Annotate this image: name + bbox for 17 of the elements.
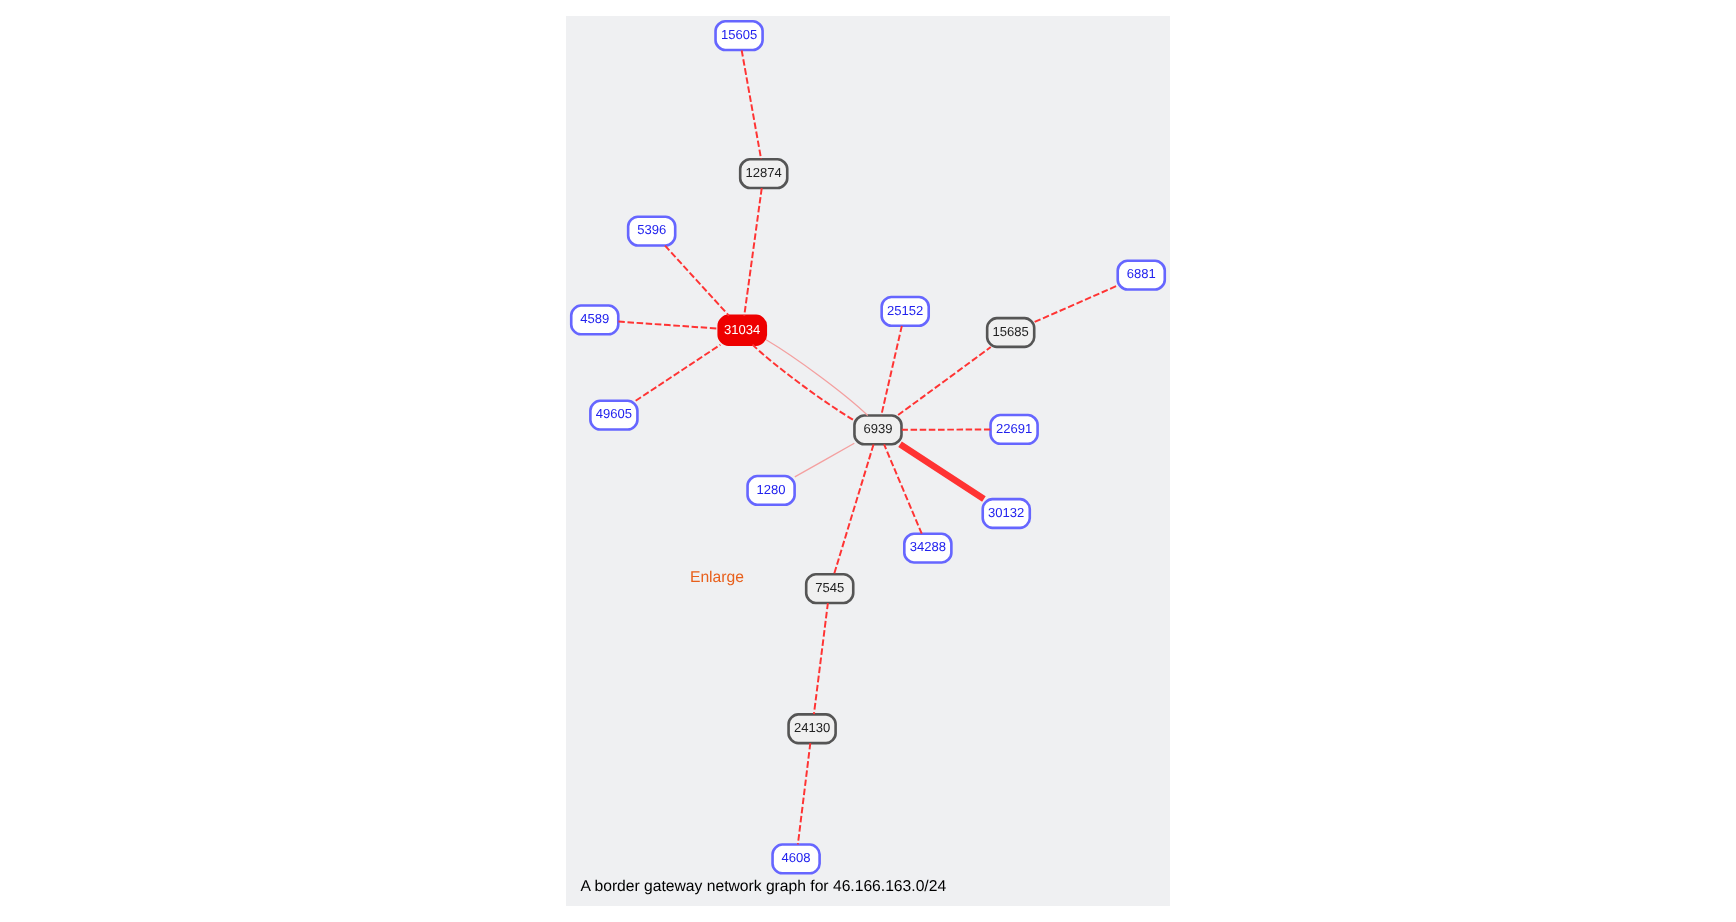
connector [1033, 284, 1119, 323]
connector [812, 602, 829, 716]
connector [833, 443, 875, 575]
connector [898, 441, 986, 502]
connector [883, 443, 923, 535]
connector [880, 324, 903, 417]
connector [794, 442, 855, 478]
connector [664, 244, 730, 317]
connector [617, 320, 720, 330]
connector [751, 343, 856, 422]
connector [743, 187, 763, 317]
connector [897, 346, 992, 417]
connector [634, 343, 722, 402]
connector [796, 742, 812, 846]
connector [765, 339, 869, 417]
connector [900, 428, 992, 431]
connector [740, 49, 763, 160]
